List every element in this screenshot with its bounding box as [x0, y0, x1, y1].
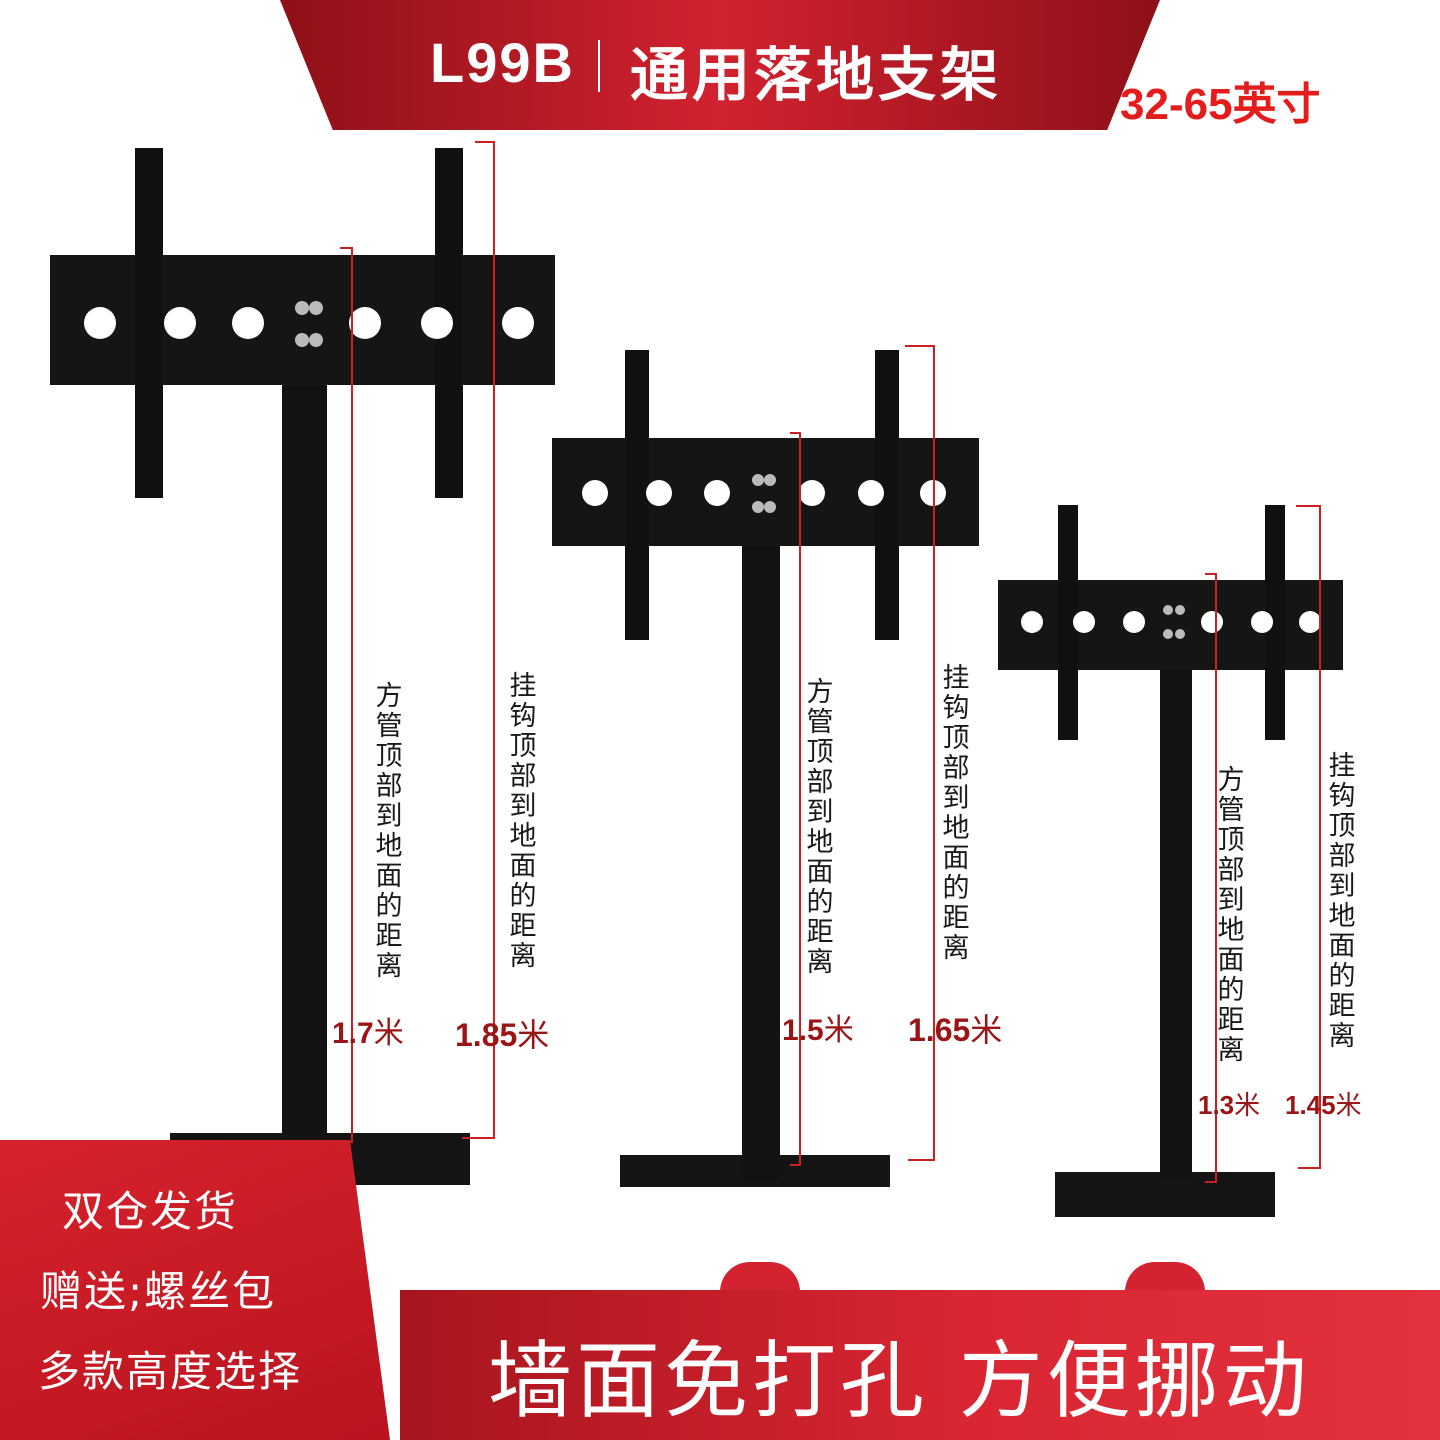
feature-shipping: 双仓发货: [62, 1187, 239, 1236]
title-divider: [598, 40, 600, 92]
pipe-height-label: 方管顶部到地面的距离: [1217, 765, 1245, 1066]
model-code: L99B: [430, 31, 575, 94]
decor-bump: [720, 1262, 800, 1292]
mount-plate: [50, 255, 555, 385]
hook-left: [135, 148, 163, 498]
hook-height-value: 1.65米: [908, 1011, 1003, 1049]
square-pipe: [1160, 668, 1192, 1178]
decor-bump: [1125, 1262, 1205, 1292]
hook-right: [1265, 505, 1285, 740]
mount-plate: [552, 438, 979, 546]
slogan-text: 墙面免打孔 方便挪动: [488, 1332, 1311, 1430]
slogan-panel: 墙面免打孔 方便挪动: [400, 1290, 1440, 1440]
base-plate: [1055, 1172, 1275, 1217]
hook-height-label: 挂钩顶部到地面的距离: [1328, 751, 1356, 1052]
stand-small: [998, 505, 1343, 1217]
hook-left: [625, 350, 649, 640]
pipe-height-value: 1.7米: [332, 1016, 404, 1051]
pipe-height-label: 方管顶部到地面的距离: [806, 677, 834, 978]
hook-height-value: 1.45米: [1285, 1090, 1362, 1121]
square-pipe: [282, 385, 327, 1135]
square-pipe: [742, 540, 780, 1180]
hook-height-value: 1.85米: [455, 1016, 550, 1054]
title-banner: L99B 通用落地支架: [280, 0, 1160, 130]
pipe-height-value: 1.3米: [1198, 1090, 1261, 1121]
mount-plate: [998, 580, 1343, 670]
size-range: 32-65英寸: [1120, 80, 1321, 129]
stand-medium: [552, 345, 979, 1187]
pipe-height-value: 1.5米: [782, 1013, 854, 1048]
hook-height-label: 挂钩顶部到地面的距离: [942, 663, 970, 964]
feature-gift: 赠送;螺丝包: [40, 1267, 277, 1316]
feature-heights: 多款高度选择: [38, 1347, 303, 1396]
pipe-height-label: 方管顶部到地面的距离: [375, 681, 403, 982]
hook-left: [1058, 505, 1078, 740]
feature-panel: 双仓发货 赠送;螺丝包 多款高度选择: [0, 1140, 390, 1440]
product-title: 通用落地支架: [630, 41, 1003, 109]
hook-height-label: 挂钩顶部到地面的距离: [509, 671, 537, 972]
